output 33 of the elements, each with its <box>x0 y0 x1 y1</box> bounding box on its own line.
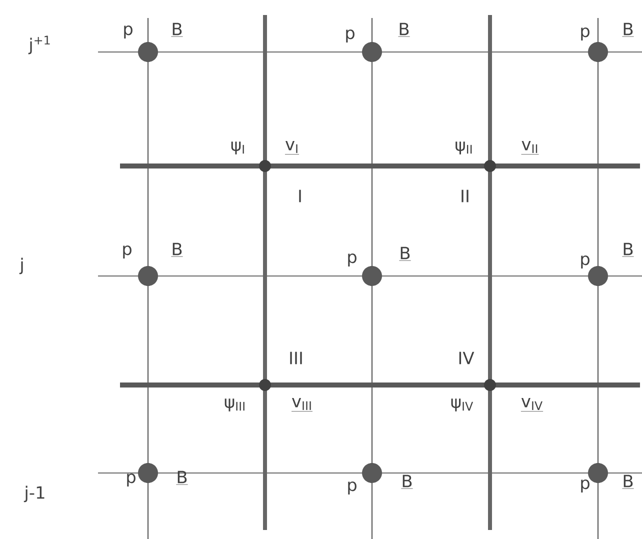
variable-label: p <box>348 253 356 266</box>
variable-label: B <box>622 474 634 489</box>
variable-label: B <box>622 242 634 257</box>
variable-label: ψ$_{II}$ <box>456 142 472 154</box>
variable-label: p <box>127 473 136 486</box>
variable-label: p <box>581 479 590 492</box>
variable-label: ψ$_{III}$ <box>224 398 244 412</box>
variable-label: p <box>581 27 590 40</box>
variable-label: p <box>581 255 590 268</box>
row-label: j-1 <box>24 486 44 502</box>
cell-number: III <box>290 352 302 364</box>
variable-label: v$_{II}$ <box>521 141 539 155</box>
variable-label: v$_{III}$ <box>291 398 313 412</box>
variable-label: B <box>171 242 184 257</box>
variable-label: ψ$_{IV}$ <box>451 398 474 412</box>
variable-label: p <box>124 25 132 38</box>
variable-label: v$_{IV}$ <box>520 398 544 412</box>
variable-label: ψ$_{I}$ <box>231 142 244 154</box>
variable-label: p <box>123 245 132 258</box>
row-label: j <box>19 258 23 274</box>
cell-number: II <box>462 190 468 202</box>
variable-label: B <box>622 22 634 37</box>
variable-label: v$_{I}$ <box>284 141 300 155</box>
variable-label: p <box>346 29 354 42</box>
variable-label: B <box>401 474 414 489</box>
variable-label: B <box>176 470 188 485</box>
variable-label: B <box>398 22 410 37</box>
variable-label: B <box>399 246 412 261</box>
variable-label: p <box>348 481 356 494</box>
row-label: j$^{+1}$ <box>28 36 50 54</box>
cell-number: IV <box>459 352 474 364</box>
variable-label: B <box>171 22 184 37</box>
cell-number: I <box>299 190 301 202</box>
